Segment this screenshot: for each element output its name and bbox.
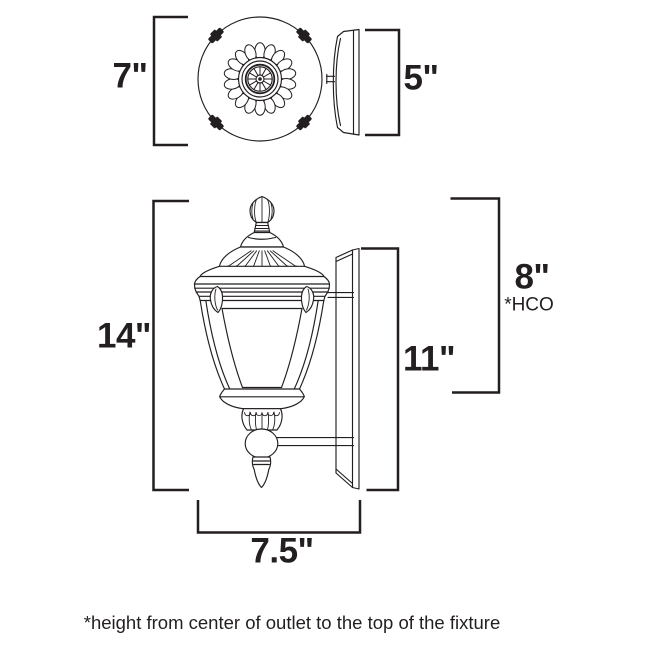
dim-bracket-5in	[365, 28, 401, 137]
top-view-rosette	[223, 42, 297, 116]
front-view-base	[219, 388, 305, 489]
dim-label-backplate-height: 11"	[402, 339, 456, 379]
front-view-finial	[239, 195, 285, 248]
dim-label-backplate-depth: 5"	[403, 58, 439, 98]
front-view	[193, 195, 360, 490]
dim-label-fixture-height: 14"	[96, 316, 152, 356]
top-view-center-wheel-icon	[244, 63, 276, 95]
front-view-bottom-arm	[274, 437, 355, 447]
front-view-sphere	[244, 428, 279, 459]
front-view-leaf-clips	[209, 285, 315, 314]
front-view-backplate	[335, 247, 360, 490]
dim-note-hco: *HCO	[504, 294, 554, 316]
dim-bracket-8in	[450, 197, 501, 394]
dim-label-outlet-height: 8"	[514, 257, 550, 297]
top-view-backplate-side	[332, 28, 360, 136]
dimension-lines	[152, 15, 501, 534]
footnote-text: *height from center of outlet to the top…	[83, 611, 501, 633]
dim-bracket-14in	[152, 199, 189, 492]
front-view-body	[199, 285, 325, 390]
front-view-acorn-drop	[251, 456, 272, 489]
top-view-arm	[325, 73, 336, 85]
top-view	[197, 16, 360, 142]
dim-bracket-7-5in	[196, 500, 362, 534]
dim-label-canopy-width: 7"	[112, 56, 148, 96]
dim-bracket-7in	[152, 15, 188, 147]
top-view-mount-clips	[208, 27, 312, 131]
front-view-top-arm	[327, 292, 355, 298]
dim-bracket-11in	[361, 247, 400, 492]
dim-label-fixture-width: 7.5"	[250, 531, 314, 571]
